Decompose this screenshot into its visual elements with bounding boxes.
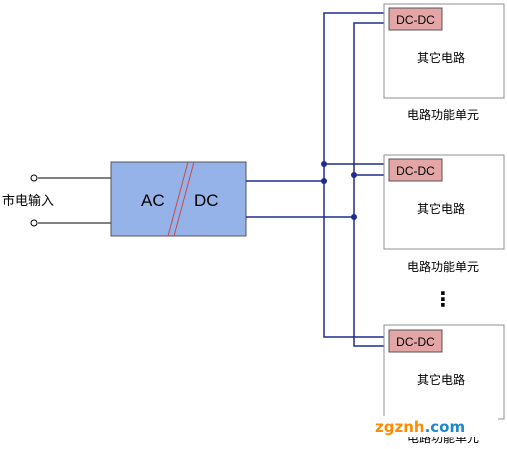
unit-caption: 电路功能单元 xyxy=(407,107,479,122)
dcdc-module xyxy=(388,329,443,353)
bus-rail-positive xyxy=(323,12,389,338)
function-unit-3: DC-DC 其它电路 电路功能单元 xyxy=(383,324,505,445)
junction-dot xyxy=(321,161,327,167)
circuit-label: 其它电路 xyxy=(417,50,465,65)
site-watermark: zgznh.com xyxy=(372,416,498,437)
watermark-part1: zgznh xyxy=(375,418,425,436)
dc-bus xyxy=(246,12,389,347)
bus-rail-negative xyxy=(353,22,389,347)
dcdc-label: DC-DC xyxy=(396,13,435,27)
converter-slash-2 xyxy=(173,161,195,237)
junction-dot xyxy=(351,214,357,220)
input-terminals xyxy=(30,174,111,227)
junction-dot xyxy=(351,172,357,178)
unit-box xyxy=(383,324,505,420)
watermark-background xyxy=(372,416,498,437)
watermark-text: zgznh.com xyxy=(375,418,465,436)
input-label: 市电输入 xyxy=(2,193,54,209)
unit-caption: 电路功能单元 xyxy=(407,259,479,274)
circuit-label: 其它电路 xyxy=(417,372,465,387)
converter-slash-1 xyxy=(167,161,189,237)
function-unit-1: DC-DC 其它电路 电路功能单元 xyxy=(383,3,505,122)
bus-junctions xyxy=(321,161,357,220)
dcdc-label: DC-DC xyxy=(396,164,435,178)
watermark-part2: .com xyxy=(425,418,466,436)
dcdc-module xyxy=(388,7,443,31)
more-units-ellipsis: ⋮ xyxy=(433,287,453,311)
converter-dc-label: DC xyxy=(194,191,219,210)
circuit-label: 其它电路 xyxy=(417,201,465,216)
junction-dot xyxy=(321,178,327,184)
dcdc-label: DC-DC xyxy=(396,335,435,349)
input-terminal-bottom xyxy=(30,219,38,227)
input-terminal-top xyxy=(30,174,38,182)
dcdc-module xyxy=(388,158,443,182)
function-unit-2: DC-DC 其它电路 电路功能单元 xyxy=(383,154,505,274)
ac-dc-converter: AC DC xyxy=(110,161,247,237)
converter-ac-label: AC xyxy=(141,191,165,210)
